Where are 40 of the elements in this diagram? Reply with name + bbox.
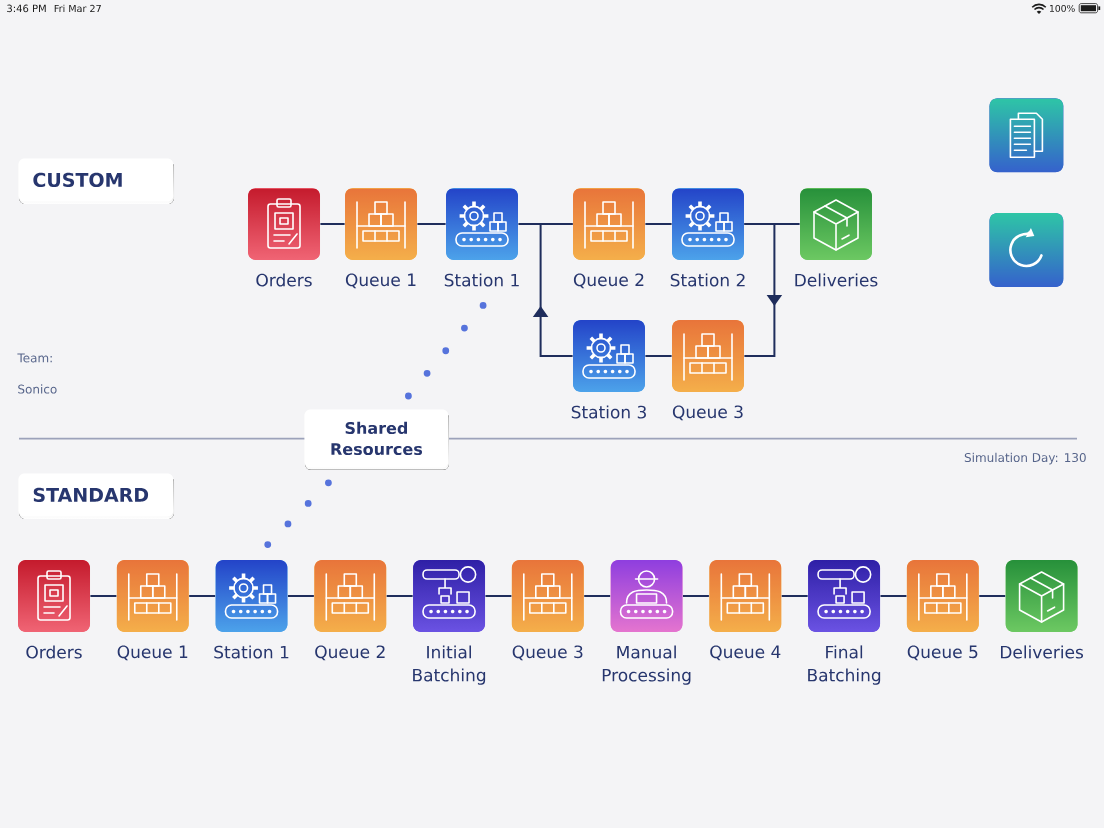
section-card: CUSTOM	[18, 158, 174, 204]
tile-label: Queue 3	[672, 405, 743, 421]
connector-line	[644, 355, 673, 357]
tile-label: Deliveries	[795, 273, 878, 287]
tile-label: Queue 5	[907, 645, 978, 661]
connector-line	[188, 595, 217, 597]
section-card: STANDARD	[18, 473, 174, 519]
tile-label: Manual Processing	[602, 645, 691, 685]
callout-card: Shared Resources	[304, 409, 449, 470]
connector-line	[681, 595, 710, 597]
tile-label: Station 1	[444, 273, 519, 287]
connector-line	[879, 595, 908, 597]
connector-line	[978, 595, 1007, 597]
tile-label: Station 3	[571, 405, 646, 419]
connector-line	[644, 223, 673, 225]
arrow	[743, 223, 783, 357]
dotted-line	[263, 479, 332, 549]
tile-label: Queue 4	[710, 645, 781, 661]
connector-line	[286, 595, 315, 597]
connector-line	[484, 595, 513, 597]
tile-label: Station 1	[214, 645, 289, 659]
arrow	[532, 223, 574, 357]
connector-line	[89, 595, 118, 597]
tile-label: Queue 3	[512, 645, 583, 661]
tile-label: Queue 1	[117, 645, 188, 661]
tile-label: Final Batching	[808, 645, 881, 685]
connector-line	[385, 595, 414, 597]
tile-label: Queue 1	[345, 273, 416, 289]
tile-label: Initial Batching	[413, 645, 486, 685]
connector-line	[583, 595, 612, 597]
tile-label: Orders	[26, 645, 82, 659]
tile-label: Station 2	[670, 273, 745, 287]
connector-line	[416, 223, 447, 225]
connector-line	[319, 223, 346, 225]
dotted-line	[405, 301, 488, 400]
tile-label: Deliveries	[1001, 645, 1084, 659]
tile-label: Orders	[256, 273, 312, 287]
tile-label: Queue 2	[315, 645, 385, 661]
tile-label: Queue 2	[573, 273, 644, 289]
connector-line	[780, 595, 809, 597]
